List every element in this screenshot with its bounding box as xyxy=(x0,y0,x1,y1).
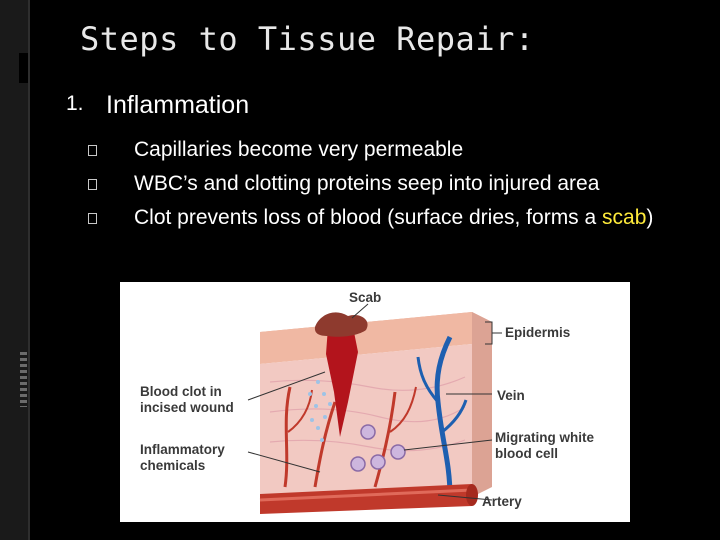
label-epidermis: Epidermis xyxy=(505,325,570,340)
wound-illustration: Scab Epidermis Vein Blood clot in incise… xyxy=(140,290,594,514)
highlighted-term: scab xyxy=(602,206,647,229)
capillary xyxy=(283,386,292,488)
label-vein: Vein xyxy=(497,388,525,403)
white-blood-cell xyxy=(350,456,366,472)
label-blood-clot-2: incised wound xyxy=(140,400,234,415)
inflammatory-chemicals-dots xyxy=(308,380,332,442)
bullet-text-end: ) xyxy=(646,206,654,229)
left-decorative-strip xyxy=(0,0,30,540)
label-inflammatory-2: chemicals xyxy=(140,458,205,473)
strip-divider xyxy=(28,0,30,540)
square-bullet-icon xyxy=(88,145,97,156)
bullet-item: Capillaries become very permeable xyxy=(88,133,688,167)
label-inflammatory-1: Inflammatory xyxy=(140,442,225,457)
white-blood-cell xyxy=(370,454,386,470)
square-bullet-icon xyxy=(88,213,97,224)
square-bullet-icon xyxy=(88,179,97,190)
bullet-text: Clot prevents loss of blood (surface dri… xyxy=(134,206,603,229)
artery-highlight xyxy=(259,488,473,502)
list-item-title: Inflammation xyxy=(106,91,250,119)
white-blood-cell xyxy=(360,424,376,440)
bullet-text: Capillaries become very permeable xyxy=(134,138,464,161)
label-blood-clot-1: Blood clot in xyxy=(140,384,222,399)
scab-shape xyxy=(314,312,368,337)
label-leader-lines xyxy=(247,303,502,501)
bullet-item: WBC’s and clotting proteins seep into in… xyxy=(88,167,688,201)
bullet-item: Clot prevents loss of blood (surface dri… xyxy=(88,201,688,235)
vein-vessel xyxy=(434,335,453,498)
strip-block xyxy=(19,53,28,83)
skin-side-face xyxy=(472,312,492,497)
label-migrating-2: blood cell xyxy=(495,446,558,461)
skin-wound-diagram: Scab Epidermis Vein Blood clot in incise… xyxy=(120,282,630,522)
capillary xyxy=(313,401,337,488)
blood-clot xyxy=(326,322,358,437)
vein-branch xyxy=(416,356,440,403)
capillary xyxy=(389,386,417,433)
label-artery: Artery xyxy=(482,494,522,509)
tissue-line xyxy=(269,439,466,452)
list-item-number: 1. xyxy=(66,92,84,115)
white-blood-cell xyxy=(390,444,406,460)
artery-opening xyxy=(466,484,478,506)
bullet-list: Capillaries become very permeable WBC’s … xyxy=(88,133,688,235)
epidermis-layer xyxy=(260,312,472,364)
strip-dots xyxy=(20,352,27,407)
label-scab: Scab xyxy=(349,290,381,305)
vein-branch xyxy=(441,399,468,434)
label-migrating-1: Migrating white xyxy=(495,430,594,445)
slide-title: Steps to Tissue Repair: xyxy=(80,20,535,58)
capillary xyxy=(373,391,397,488)
bullet-text: WBC’s and clotting proteins seep into in… xyxy=(134,172,600,195)
